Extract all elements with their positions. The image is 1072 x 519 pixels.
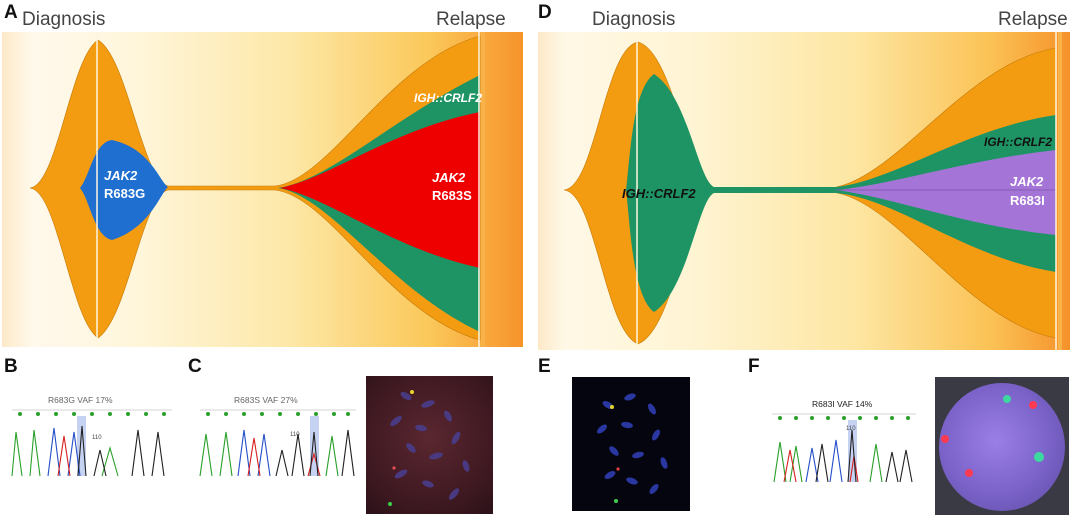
chromatogram-b: R683G VAF 17% 110 [11, 395, 172, 477]
position-label: 110 [290, 432, 300, 438]
clone2-label: IGH::CRLF2 [984, 135, 1052, 149]
clone1-variant-label: R683G [104, 186, 145, 201]
position-label: 110 [846, 426, 856, 432]
chromatogram-c: R683S VAF 27% 110 [199, 395, 356, 477]
trace-green [773, 441, 883, 483]
trace-black [275, 429, 355, 477]
trace-blue [237, 429, 271, 477]
diagnosis-label: Diagnosis [22, 9, 105, 30]
green-clone-diagnosis [626, 74, 1056, 312]
fish-image-c [366, 376, 493, 514]
trace-green [11, 429, 119, 477]
panel-letter-c: C [188, 356, 202, 377]
clone3-variant-label: R683S [432, 188, 472, 203]
clone1-label: IGH::CRLF2 [622, 186, 696, 201]
clone3-gene-label: JAK2 [1010, 174, 1044, 189]
blue-clone [80, 140, 168, 240]
red-clone [280, 112, 480, 268]
fish-image-e [572, 377, 690, 511]
clone3-variant-label: R683I [1010, 193, 1045, 208]
chromatogram-caption: R683I VAF 14% [812, 399, 873, 409]
variant-highlight [77, 416, 86, 476]
chromatogram-caption: R683S VAF 27% [234, 395, 298, 405]
nucleus [939, 383, 1065, 511]
trace-black [815, 429, 913, 483]
panel-letter-d: D [538, 2, 552, 23]
trace-red [57, 435, 71, 477]
diagnosis-label: Diagnosis [592, 9, 675, 30]
relapse-label: Relapse [998, 9, 1068, 30]
panel-letter-f: F [748, 356, 760, 377]
relapse-label: Relapse [436, 9, 506, 30]
trace-red [247, 437, 321, 477]
trace-green [199, 431, 339, 477]
variant-highlight [310, 416, 319, 476]
relapse-edge-bar [1058, 32, 1062, 350]
panel-letter-e: E [538, 356, 551, 377]
position-label: 110 [92, 435, 102, 441]
chromatogram-f: R683I VAF 14% 110 [772, 399, 916, 483]
relapse-edge-bar [481, 32, 485, 347]
clone3-gene-label: JAK2 [432, 170, 466, 185]
fishplot-d: Diagnosis Relapse IGH::CRLF2 IGH::CRLF2 … [538, 9, 1070, 350]
panel-letter-a: A [4, 2, 18, 23]
trace-blue [805, 439, 843, 483]
panel-letter-b: B [4, 356, 18, 377]
trace-red [783, 449, 859, 483]
clone1-gene-label: JAK2 [104, 168, 138, 183]
purple-clone [836, 150, 1056, 235]
fish-image-f [935, 377, 1069, 515]
clone2-label: IGH::CRLF2 [414, 91, 482, 105]
trace-black [77, 425, 165, 477]
trace-blue [47, 427, 81, 477]
chromatogram-caption: R683G VAF 17% [48, 395, 113, 405]
fishplot-a: Diagnosis Relapse JAK2 R683G IGH::CRLF2 … [2, 9, 523, 347]
variant-highlight [848, 420, 857, 482]
